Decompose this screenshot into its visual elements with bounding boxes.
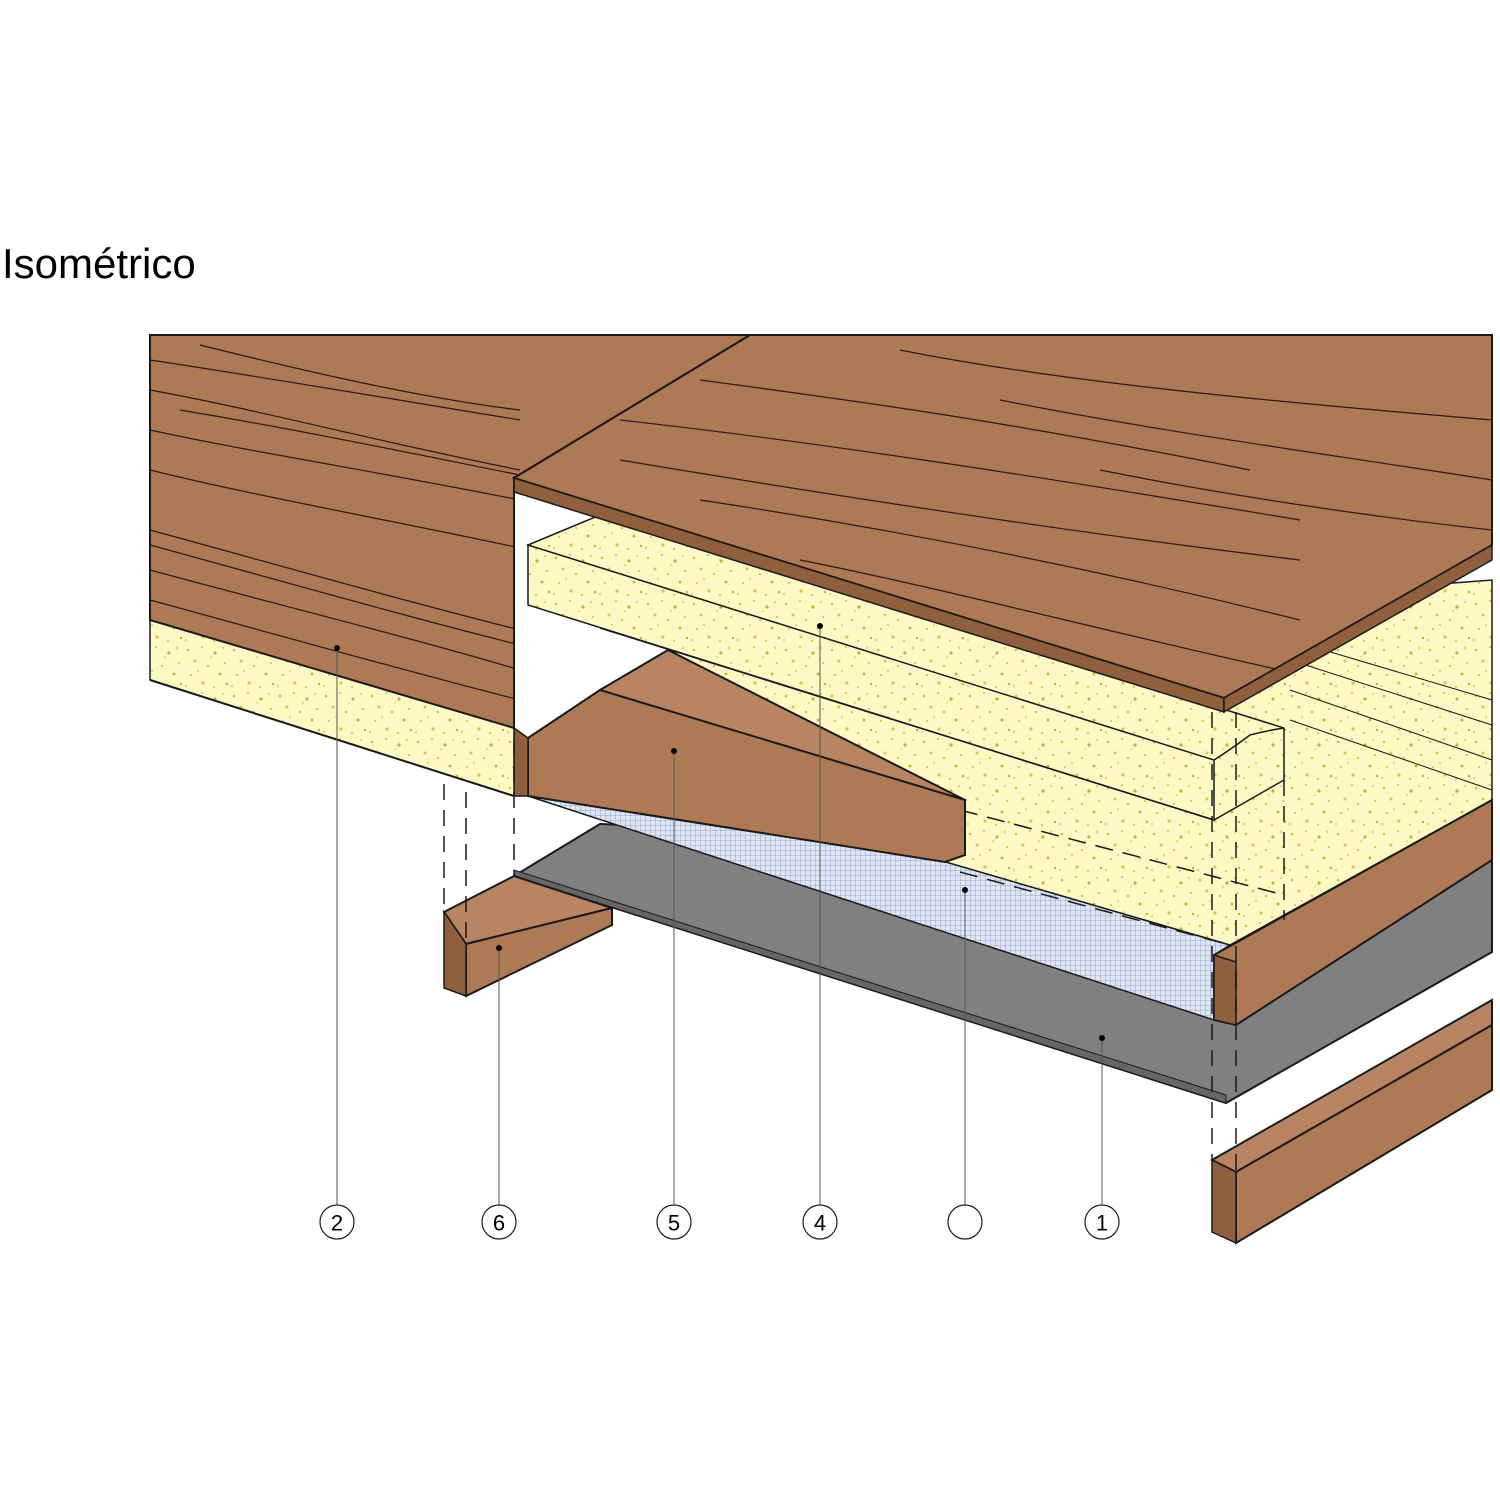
callout-label: 1 [1096,1211,1108,1236]
callout-5: 5 [656,1204,692,1240]
callout-6: 6 [481,1204,517,1240]
leader-dots [334,623,1105,1041]
callout-2: 2 [319,1204,355,1240]
leader-lines [336,626,1103,1205]
joist-left [442,874,616,998]
joist-lower-right [1209,998,1493,1245]
callout-label: 2 [331,1211,343,1236]
insulation-slab [526,514,1285,822]
callout-label: 5 [668,1211,680,1236]
callout-label: 6 [493,1211,505,1236]
alignment-dashes [443,480,1285,1172]
page-title: Isométrico [2,240,196,287]
batten [513,648,968,864]
callout-empty [947,1204,983,1240]
callout-4: 4 [802,1204,838,1240]
wood-board-top-left [149,334,754,798]
wood-board-top-right [511,334,1493,714]
callout-label: 4 [814,1211,826,1236]
callout-1: 1 [1084,1204,1120,1240]
